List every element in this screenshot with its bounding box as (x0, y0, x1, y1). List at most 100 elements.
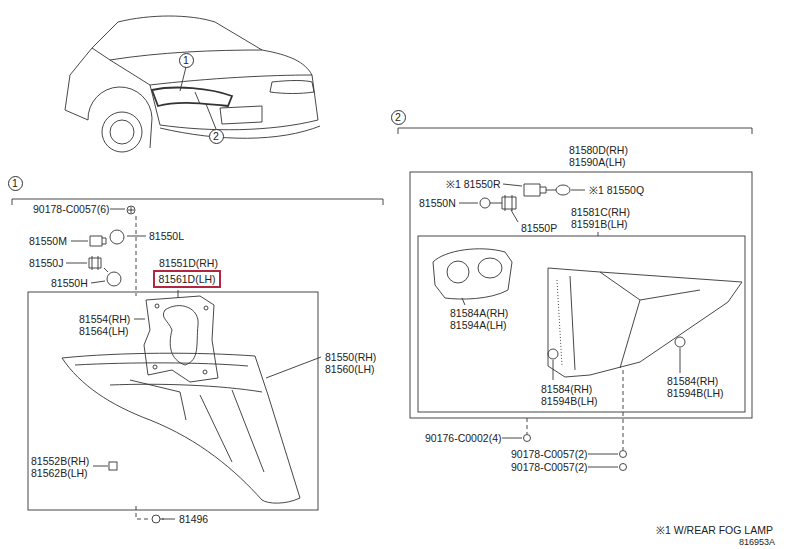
section-2-parts (478, 258, 502, 278)
part-number: ※1 81550Q (588, 184, 645, 196)
callout-circle: 1 (179, 53, 194, 68)
footnote: ※1 W/REAR FOG LAMP (655, 524, 774, 536)
part-number: 81584(RH) 81594B(LH) (540, 383, 599, 407)
car-illustration (206, 104, 216, 129)
section-1-parts (62, 353, 300, 503)
section-2-parts (480, 198, 490, 208)
section-2-parts (447, 261, 469, 283)
section-1-parts (128, 207, 134, 213)
part-number: 81584A(RH) 81594A(LH) (449, 307, 509, 331)
part-number: 90178-C0057(2) (510, 461, 588, 473)
callout-number: 1 (12, 177, 18, 189)
section-2-bracket (418, 236, 745, 412)
car-illustration (102, 112, 142, 152)
section-2-parts (548, 268, 742, 377)
section-1-parts (204, 306, 208, 310)
section-2-bracket (398, 128, 752, 134)
car-illustration (110, 50, 312, 85)
car-illustration (150, 75, 318, 130)
section-1-parts (160, 519, 175, 520)
section-2-parts (502, 195, 516, 211)
section-1-parts (110, 230, 124, 244)
section-1-parts (136, 506, 150, 519)
callout-number: 1 (183, 54, 189, 66)
part-number: 90178-C0057(2) (510, 448, 588, 460)
section-1-parts (153, 365, 157, 369)
part-number: 81550P (520, 222, 558, 234)
section-1-parts (108, 209, 125, 210)
car-illustration (65, 48, 92, 120)
section-1-parts (127, 206, 135, 214)
section-1-parts (163, 306, 198, 365)
section-2-parts (623, 370, 624, 450)
callout-number: 2 (213, 130, 219, 142)
part-number: ※1 81550R (445, 178, 502, 190)
section-1-parts (144, 296, 218, 382)
section-2-parts (524, 435, 531, 442)
section-1-parts (71, 236, 146, 241)
drawing-id: 816953A (738, 536, 776, 548)
car-illustration (92, 48, 262, 60)
part-number: 90176-C0002(4) (424, 432, 502, 444)
car-illustration (152, 88, 232, 106)
section-1-parts (152, 515, 160, 523)
section-1-parts (107, 272, 121, 286)
section-1-parts (134, 290, 178, 319)
car-illustration (110, 120, 134, 144)
section-1-parts (266, 357, 321, 378)
section-2-parts (490, 203, 502, 204)
section-1-parts (136, 216, 137, 296)
callout-circle: 2 (209, 129, 224, 144)
part-number: 81550J (28, 257, 64, 269)
section-2-parts (570, 272, 700, 370)
callout-circle: 2 (391, 110, 406, 125)
car-illustration (195, 92, 200, 104)
car-illustration (220, 106, 262, 124)
part-number: 81550L (148, 230, 185, 242)
car-illustration (88, 87, 152, 120)
part-number: 81580D(RH) 81590A(LH) (568, 144, 629, 168)
section-1-parts (109, 462, 117, 470)
section-1-bracket (12, 199, 383, 510)
section-2-parts (524, 184, 546, 196)
section-2-bracket (398, 128, 752, 418)
part-number: 81550N (418, 197, 457, 209)
section-2-parts (433, 249, 512, 299)
part-number: 90178-C0057(6) (32, 203, 110, 215)
section-2-bracket (598, 232, 599, 236)
part-number: 81581C(RH) 81591B(LH) (570, 206, 631, 230)
part-number: 81550M (28, 235, 68, 247)
section-2-parts (546, 190, 556, 191)
section-2-parts (556, 185, 570, 195)
callout-number: 2 (395, 111, 401, 123)
car-illustration (65, 16, 320, 152)
part-number: 81584(RH) 81594B(LH) (666, 375, 725, 399)
callout-circle: 1 (8, 176, 23, 191)
car-illustration (270, 81, 314, 94)
car-illustration (150, 118, 320, 148)
section-2-parts (620, 464, 627, 471)
section-1-parts (155, 304, 159, 308)
section-2-bracket (410, 172, 752, 418)
section-2-parts (548, 349, 558, 359)
section-2-parts (675, 337, 685, 347)
section-2-parts (553, 348, 680, 380)
car-illustration (180, 67, 186, 91)
section-1-parts (75, 363, 264, 472)
section-2-parts (620, 451, 627, 458)
part-number: 81552B(RH) 81562B(LH) (30, 455, 90, 479)
section-2-parts (527, 418, 528, 434)
highlight-box: 81561D(LH) (153, 270, 221, 288)
section-1-parts (93, 466, 108, 467)
part-number: 81551D(RH) (158, 257, 219, 269)
part-number: 81554(RH) 81564(LH) (78, 313, 131, 337)
car-illustration (92, 16, 262, 50)
section-1-parts (203, 370, 207, 374)
section-1-bracket (28, 292, 318, 510)
section-1-parts (89, 256, 101, 270)
section-2-parts (462, 298, 465, 305)
part-number: 81561D(LH) (158, 273, 215, 285)
part-number: 81496 (178, 513, 209, 525)
